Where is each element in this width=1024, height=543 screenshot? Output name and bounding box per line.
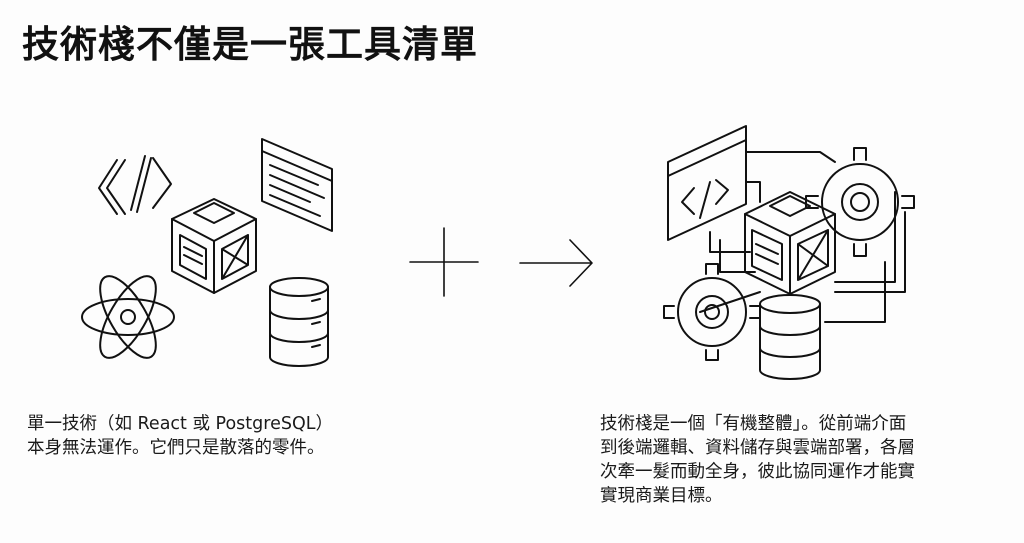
react-atom-icon bbox=[81, 275, 175, 359]
browser-window-icon bbox=[261, 138, 333, 232]
cube-icon bbox=[171, 198, 257, 294]
code-brackets-icon bbox=[98, 155, 172, 215]
left-caption: 單一技術（如 React 或 PostgreSQL） 本身無法運作。它們只是散落… bbox=[27, 412, 333, 460]
arrow-right-icon bbox=[519, 239, 593, 287]
gear-icon-large bbox=[805, 147, 915, 257]
page-title: 技術棧不僅是一張工具清單 bbox=[22, 23, 478, 66]
database-icon bbox=[269, 277, 329, 367]
connector-lines bbox=[699, 151, 906, 323]
plus-icon bbox=[409, 227, 479, 297]
caption-line: 單一技術（如 React 或 PostgreSQL） bbox=[27, 414, 333, 434]
database-icon bbox=[759, 294, 821, 380]
browser-code-icon bbox=[667, 125, 747, 241]
integrated-stack-illustration bbox=[663, 125, 915, 380]
caption-line: 到後端邏輯、資料儲存與雲端部署，各層 bbox=[600, 438, 915, 458]
right-caption: 技術棧是一個「有機整體」。從前端介面 到後端邏輯、資料儲存與雲端部署，各層 次牽… bbox=[600, 412, 915, 508]
caption-line: 本身無法運作。它們只是散落的零件。 bbox=[27, 438, 325, 458]
caption-line: 實現商業目標。 bbox=[600, 486, 723, 506]
gear-icon-small bbox=[663, 263, 761, 361]
caption-line: 技術棧是一個「有機整體」。從前端介面 bbox=[600, 414, 907, 434]
caption-line: 次牽一髮而動全身，彼此協同運作才能實 bbox=[600, 462, 915, 482]
